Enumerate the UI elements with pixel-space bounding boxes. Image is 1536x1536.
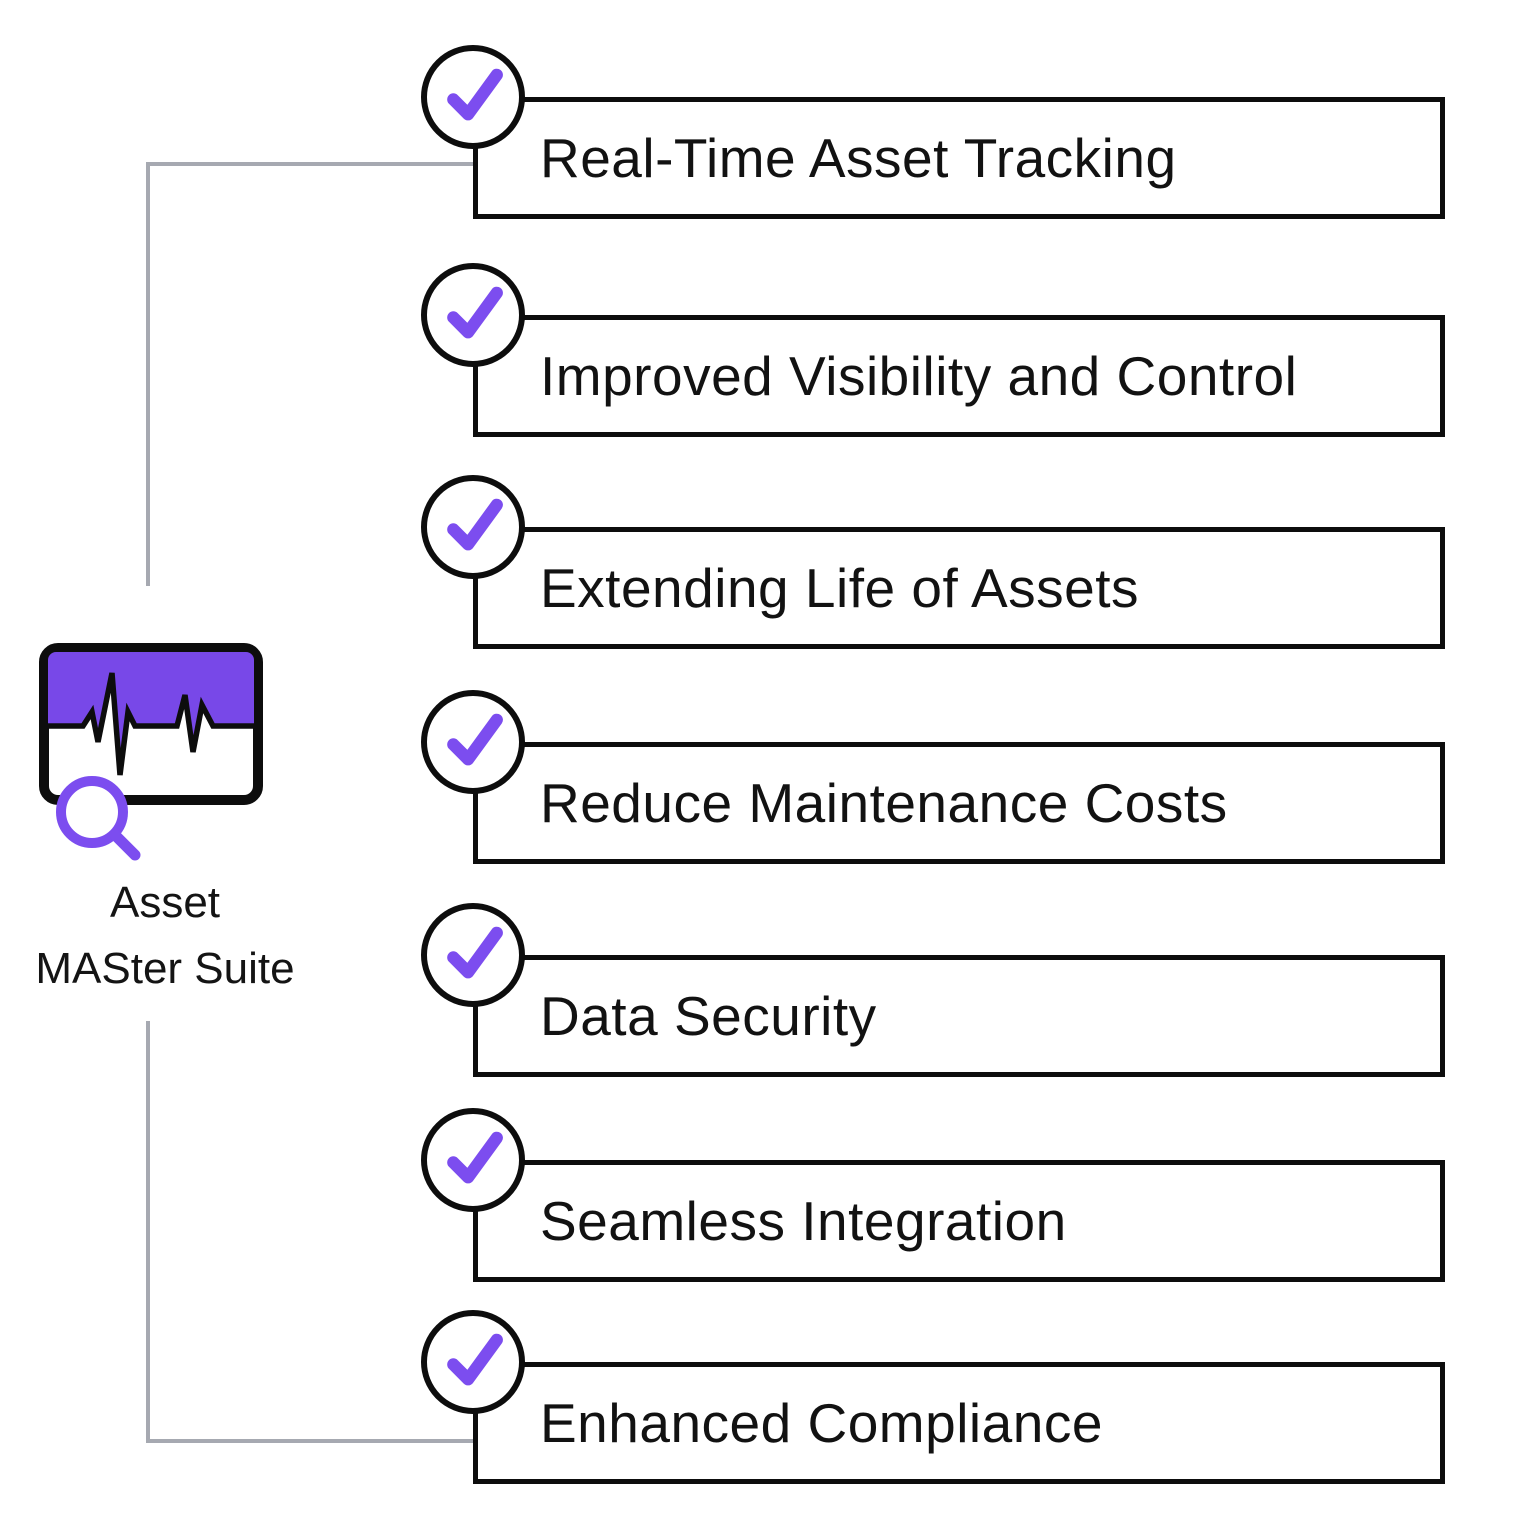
benefit-box: Real-Time Asset Tracking [473, 97, 1445, 219]
connector-bottom-vertical [146, 1021, 150, 1443]
check-icon [447, 498, 503, 551]
check-icon [447, 926, 503, 979]
check-badge [421, 1108, 525, 1212]
check-icon [447, 1131, 503, 1184]
benefit-row: Extending Life of Assets [421, 475, 1497, 649]
check-icon [447, 713, 503, 766]
check-badge [421, 690, 525, 794]
benefit-box: Seamless Integration [473, 1160, 1445, 1282]
benefit-box: Enhanced Compliance [473, 1362, 1445, 1484]
connector-top-vertical [146, 162, 150, 586]
benefit-row: Improved Visibility and Control [421, 263, 1497, 437]
check-icon [447, 286, 503, 339]
benefit-row: Data Security [421, 903, 1497, 1077]
benefit-row: Enhanced Compliance [421, 1310, 1497, 1484]
monitor-purple-fill [48, 652, 254, 775]
benefit-label: Seamless Integration [540, 1190, 1067, 1252]
benefit-box: Improved Visibility and Control [473, 315, 1445, 437]
magnifier-icon [56, 776, 128, 848]
check-badge [421, 45, 525, 149]
benefit-row: Real-Time Asset Tracking [421, 45, 1497, 219]
ekg-line [47, 672, 255, 776]
benefit-label: Data Security [540, 985, 877, 1047]
asset-monitor-magnifier-logo [39, 643, 263, 861]
benefit-row: Reduce Maintenance Costs [421, 690, 1497, 864]
benefit-label: Real-Time Asset Tracking [540, 127, 1177, 189]
benefit-label: Reduce Maintenance Costs [540, 772, 1228, 834]
connector-top-horizontal [146, 162, 473, 166]
benefit-box: Reduce Maintenance Costs [473, 742, 1445, 864]
check-badge [421, 475, 525, 579]
logo-caption: Asset MASter Suite [20, 870, 310, 1002]
logo-caption-line2: MASter Suite [35, 944, 295, 993]
magnifier-handle [109, 829, 141, 861]
benefit-box: Data Security [473, 955, 1445, 1077]
check-badge [421, 263, 525, 367]
check-badge [421, 903, 525, 1007]
connector-bottom-horizontal [146, 1439, 473, 1443]
benefit-label: Enhanced Compliance [540, 1392, 1103, 1454]
check-icon [447, 1333, 503, 1386]
check-icon [447, 68, 503, 121]
benefit-label: Extending Life of Assets [540, 557, 1140, 619]
benefit-box: Extending Life of Assets [473, 527, 1445, 649]
benefit-label: Improved Visibility and Control [540, 345, 1298, 407]
check-badge [421, 1310, 525, 1414]
benefit-row: Seamless Integration [421, 1108, 1497, 1282]
logo-caption-line1: Asset [109, 878, 221, 927]
